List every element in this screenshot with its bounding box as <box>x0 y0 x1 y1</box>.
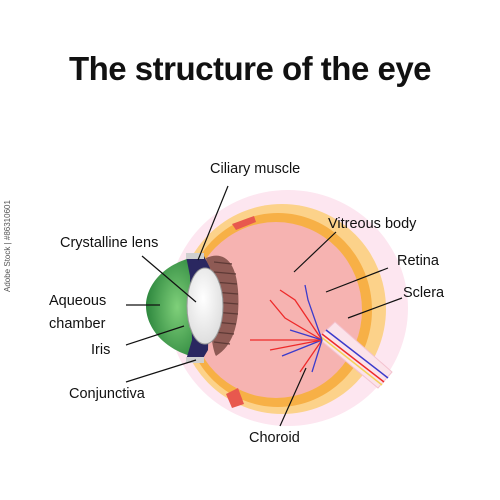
label-crystalline-lens: Crystalline lens <box>60 235 158 251</box>
optic-nerve-vein <box>325 329 389 379</box>
leader-choroid <box>279 367 307 427</box>
label-iris: Iris <box>91 342 110 358</box>
label-conjunctiva: Conjunctiva <box>69 386 146 402</box>
iris-edge-top <box>186 253 204 259</box>
retinal-vessels <box>250 284 323 373</box>
label-retina: Retina <box>397 253 440 269</box>
label-aqueous: Aqueous <box>49 293 106 309</box>
label-ciliary-muscle: Ciliary muscle <box>210 161 300 177</box>
leader-retina <box>325 267 389 293</box>
vitreous-body-shape <box>190 222 362 398</box>
cornea <box>146 256 198 358</box>
leader-crystalline-lens <box>141 255 197 303</box>
leader-sclera <box>347 297 403 319</box>
stock-id-sidebar: Adobe Stock | #86310601 <box>0 90 14 420</box>
label-choroid: Choroid <box>249 430 300 446</box>
crystalline-lens-shape <box>186 267 224 345</box>
label-vitreous-body: Vitreous body <box>328 216 417 232</box>
leader-lines <box>125 185 403 427</box>
lower-eye-muscle <box>226 388 244 408</box>
optic-nerve-fiber <box>319 335 383 386</box>
diagram-title: The structure of the eye <box>68 50 432 87</box>
leader-iris <box>125 325 185 346</box>
label-sclera: Sclera <box>403 285 445 301</box>
label-chamber: chamber <box>49 316 106 332</box>
optic-nerve-artery <box>321 333 385 383</box>
leader-vitreous-body <box>293 231 337 273</box>
stock-id-text: Adobe Stock | #86310601 <box>3 200 12 292</box>
upper-eye-muscle <box>232 216 256 230</box>
leader-conjunctiva <box>125 359 197 383</box>
leader-ciliary-muscle <box>197 185 229 261</box>
